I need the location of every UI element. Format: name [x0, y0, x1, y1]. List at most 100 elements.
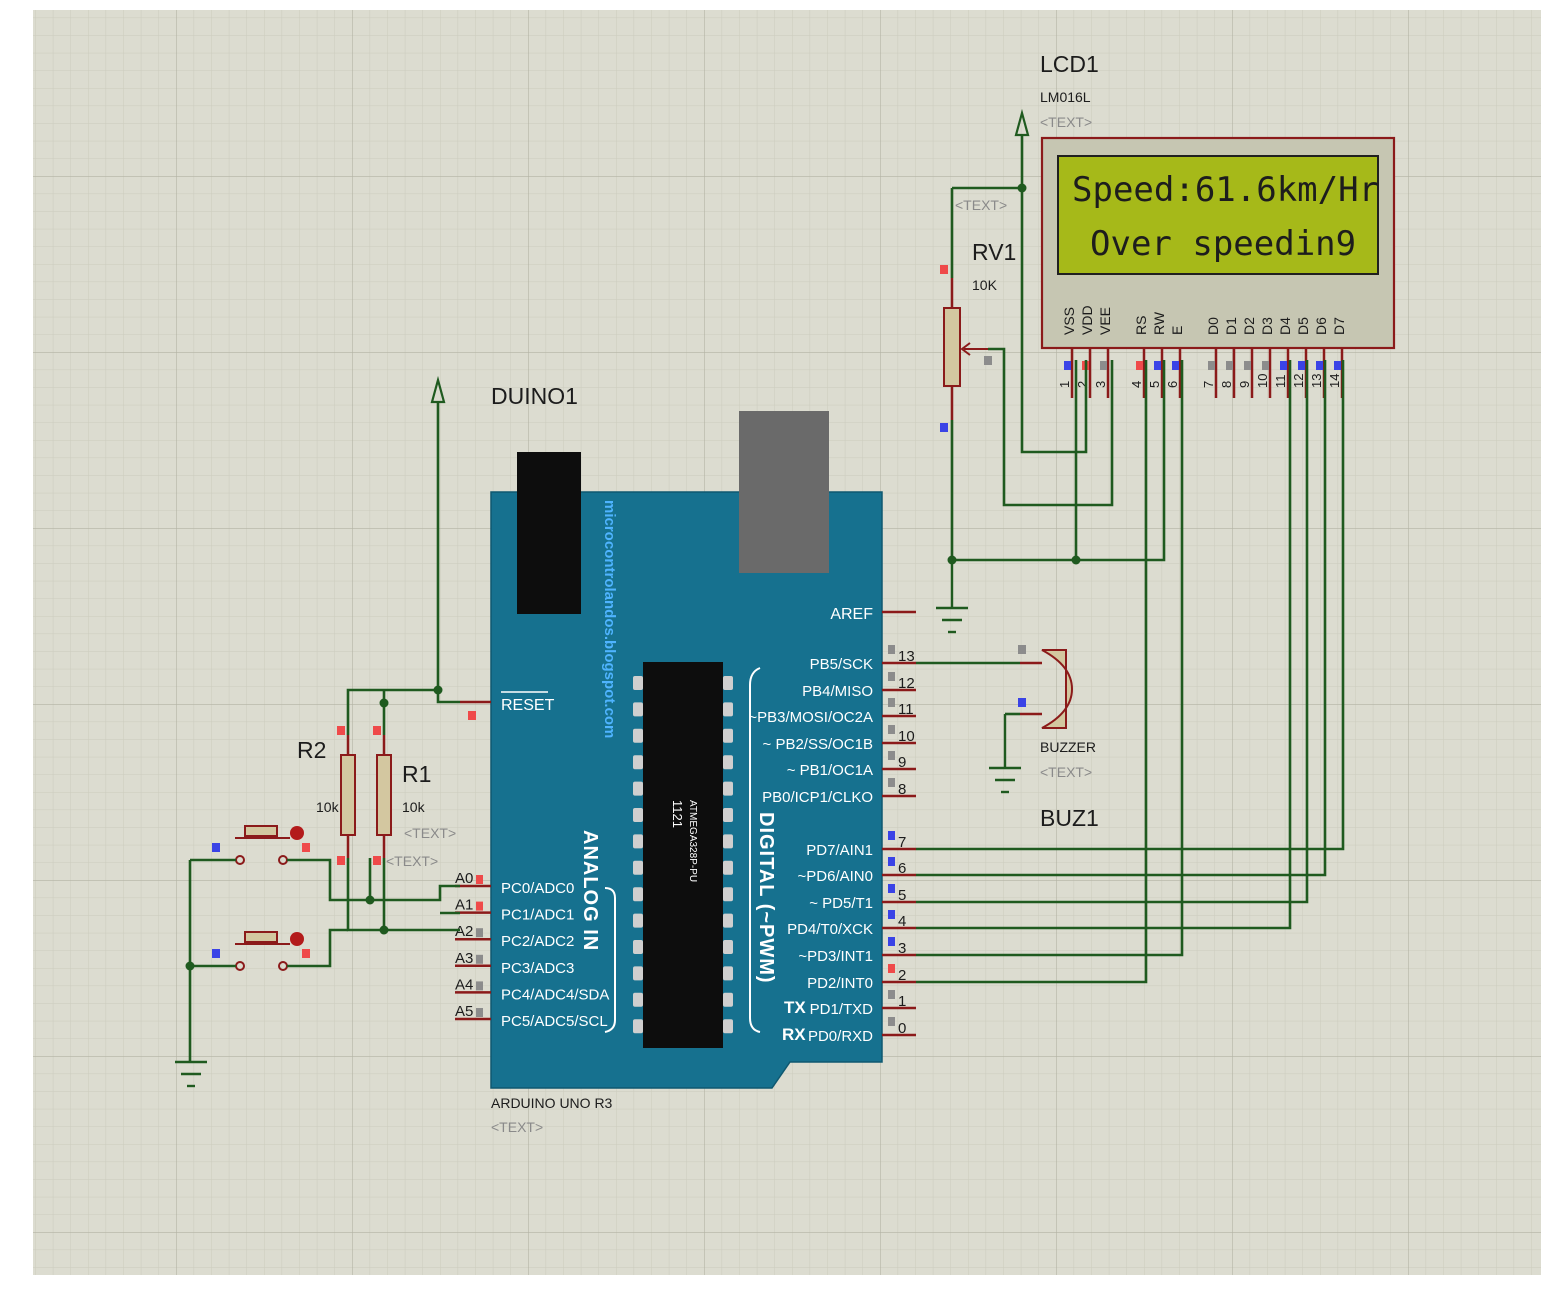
- arduino-ref: DUINO1: [491, 383, 578, 409]
- digital-pin-marker: [888, 1017, 895, 1026]
- push-button-2[interactable]: [212, 931, 310, 971]
- atmega-chip: [643, 662, 723, 1048]
- lcd-display[interactable]: Speed:61.6km/Hr Over speedin9: [1040, 136, 1396, 350]
- dc-jack: [517, 452, 581, 614]
- lcd-model: LM016L: [1040, 89, 1091, 105]
- digital-pin-marker: [888, 990, 895, 999]
- lcd-pin-marker: [1136, 361, 1143, 370]
- digital-pin-number: 4: [898, 913, 906, 930]
- analog-pin-name: PC3/ADC3: [501, 960, 574, 977]
- lcd-pin-number: 5: [1147, 381, 1162, 388]
- chip-pin: [723, 966, 733, 981]
- chip-pin: [633, 1019, 643, 1034]
- r1-value: 10k: [402, 799, 426, 815]
- digital-pin-marker: [888, 725, 895, 734]
- analog-pin-a1: A1: [455, 897, 473, 914]
- chip-pin: [723, 755, 733, 770]
- chip-pin: [723, 781, 733, 796]
- buzzer-buz1[interactable]: [1018, 645, 1074, 729]
- lcd-pin-label-e: E: [1169, 326, 1185, 335]
- rv1-text-tag: <TEXT>: [955, 197, 1007, 213]
- lcd-pin-marker: [1280, 361, 1287, 370]
- lcd-pin-number: 11: [1273, 375, 1288, 389]
- digital-pin-name: ~ PB1/OC1A: [787, 762, 873, 779]
- digital-pin-name: PD7/AIN1: [806, 842, 873, 859]
- tx-label: TX: [784, 998, 806, 1017]
- buzzer-model: BUZZER: [1040, 739, 1096, 755]
- chip-pin: [633, 755, 643, 770]
- digital-pin-marker: [888, 751, 895, 760]
- chip-pin: [633, 728, 643, 743]
- lcd-pin-label-d0: D0: [1205, 317, 1221, 335]
- lcd-pin-marker: [1154, 361, 1161, 370]
- digital-pin-marker: [888, 910, 895, 919]
- lcd-pin-marker: [1208, 361, 1215, 370]
- digital-pin-number: 1: [898, 993, 906, 1010]
- lcd-pin-number: 4: [1129, 381, 1144, 388]
- lcd-pin-number: 6: [1165, 381, 1180, 388]
- lcd-pin-number: 3: [1093, 381, 1108, 388]
- buzzer-ref: BUZ1: [1040, 805, 1099, 831]
- lcd-pin-marker: [1172, 361, 1179, 370]
- lcd-pin-label-d7: D7: [1331, 317, 1347, 335]
- wire-junctions: [185, 183, 1081, 971]
- push-button-1[interactable]: [212, 825, 310, 865]
- digital-pin-name: ~PD6/AIN0: [798, 868, 873, 885]
- digital-pin-marker: [888, 645, 895, 654]
- analog-pin-a5: A5: [455, 1003, 473, 1020]
- digital-pin-marker: [888, 698, 895, 707]
- chip-pin: [723, 940, 733, 954]
- digital-pin-number: 8: [898, 781, 906, 798]
- analog-pin-a2: A2: [455, 923, 473, 940]
- r2-value: 10k: [316, 799, 340, 815]
- lcd-pin-number: 8: [1219, 381, 1234, 388]
- lcd-pin-marker: [1298, 361, 1305, 370]
- digital-pin-name: ~ PB2/SS/OC1B: [763, 736, 873, 753]
- lcd-pin-number: 2: [1075, 381, 1090, 388]
- chip-pin: [633, 702, 643, 717]
- resistor-r1[interactable]: [373, 726, 392, 865]
- chip-pin: [633, 887, 643, 902]
- analog-pin-name: PC0/ADC0: [501, 880, 574, 897]
- digital-pin-number: 11: [898, 701, 914, 718]
- digital-pin-marker: [888, 964, 895, 973]
- lcd-line-2: Over speedin9: [1090, 224, 1356, 264]
- analog-pin-marker: [476, 875, 483, 884]
- analog-pin-marker: [476, 928, 483, 938]
- chip-pin: [633, 781, 643, 796]
- lcd-pin-label-rs: RS: [1133, 316, 1149, 335]
- digital-pin-name: PD4/T0/XCK: [787, 921, 873, 938]
- digital-pin-number: 7: [898, 834, 906, 851]
- chip-code: 1121: [670, 800, 685, 828]
- lcd-pin-marker: [1334, 361, 1341, 370]
- lcd-pin-marker: [1316, 361, 1323, 370]
- lcd-pin-label-d1: D1: [1223, 317, 1239, 335]
- chip-pin: [633, 860, 643, 875]
- resistor-r2[interactable]: [337, 726, 356, 865]
- digital-pin-number: 9: [898, 754, 906, 771]
- chip-pin: [723, 676, 733, 690]
- lcd-pin-label-d4: D4: [1277, 317, 1293, 335]
- potentiometer-rv1[interactable]: [940, 265, 992, 432]
- chip-pin: [633, 940, 643, 954]
- digital-pin-number: 6: [898, 860, 906, 877]
- chip-pin: [723, 992, 733, 1007]
- digital-pin-name: PB0/ICP1/CLKO: [762, 789, 873, 806]
- digital-pin-number: 10: [898, 728, 915, 745]
- digital-pin-name: ~ PD5/T1: [809, 895, 873, 912]
- chip-pin: [723, 887, 733, 902]
- chip-pin: [723, 913, 733, 928]
- ground-symbol-rv1: [936, 560, 968, 634]
- lcd-pin-marker: [1064, 361, 1071, 370]
- lcd-ref: LCD1: [1040, 51, 1099, 77]
- lcd-pin-number: 13: [1309, 374, 1324, 388]
- chip-pin: [633, 966, 643, 981]
- arduino-model: ARDUINO UNO R3: [491, 1095, 613, 1111]
- digital-bracket: [749, 667, 761, 1033]
- digital-pin-name: PD2/INT0: [807, 975, 873, 992]
- arduino-board[interactable]: [490, 411, 883, 1089]
- lcd-pin-number: 7: [1201, 381, 1216, 388]
- analog-pin-a3: A3: [455, 950, 473, 967]
- lcd-pin-label-vdd: VDD: [1079, 305, 1095, 335]
